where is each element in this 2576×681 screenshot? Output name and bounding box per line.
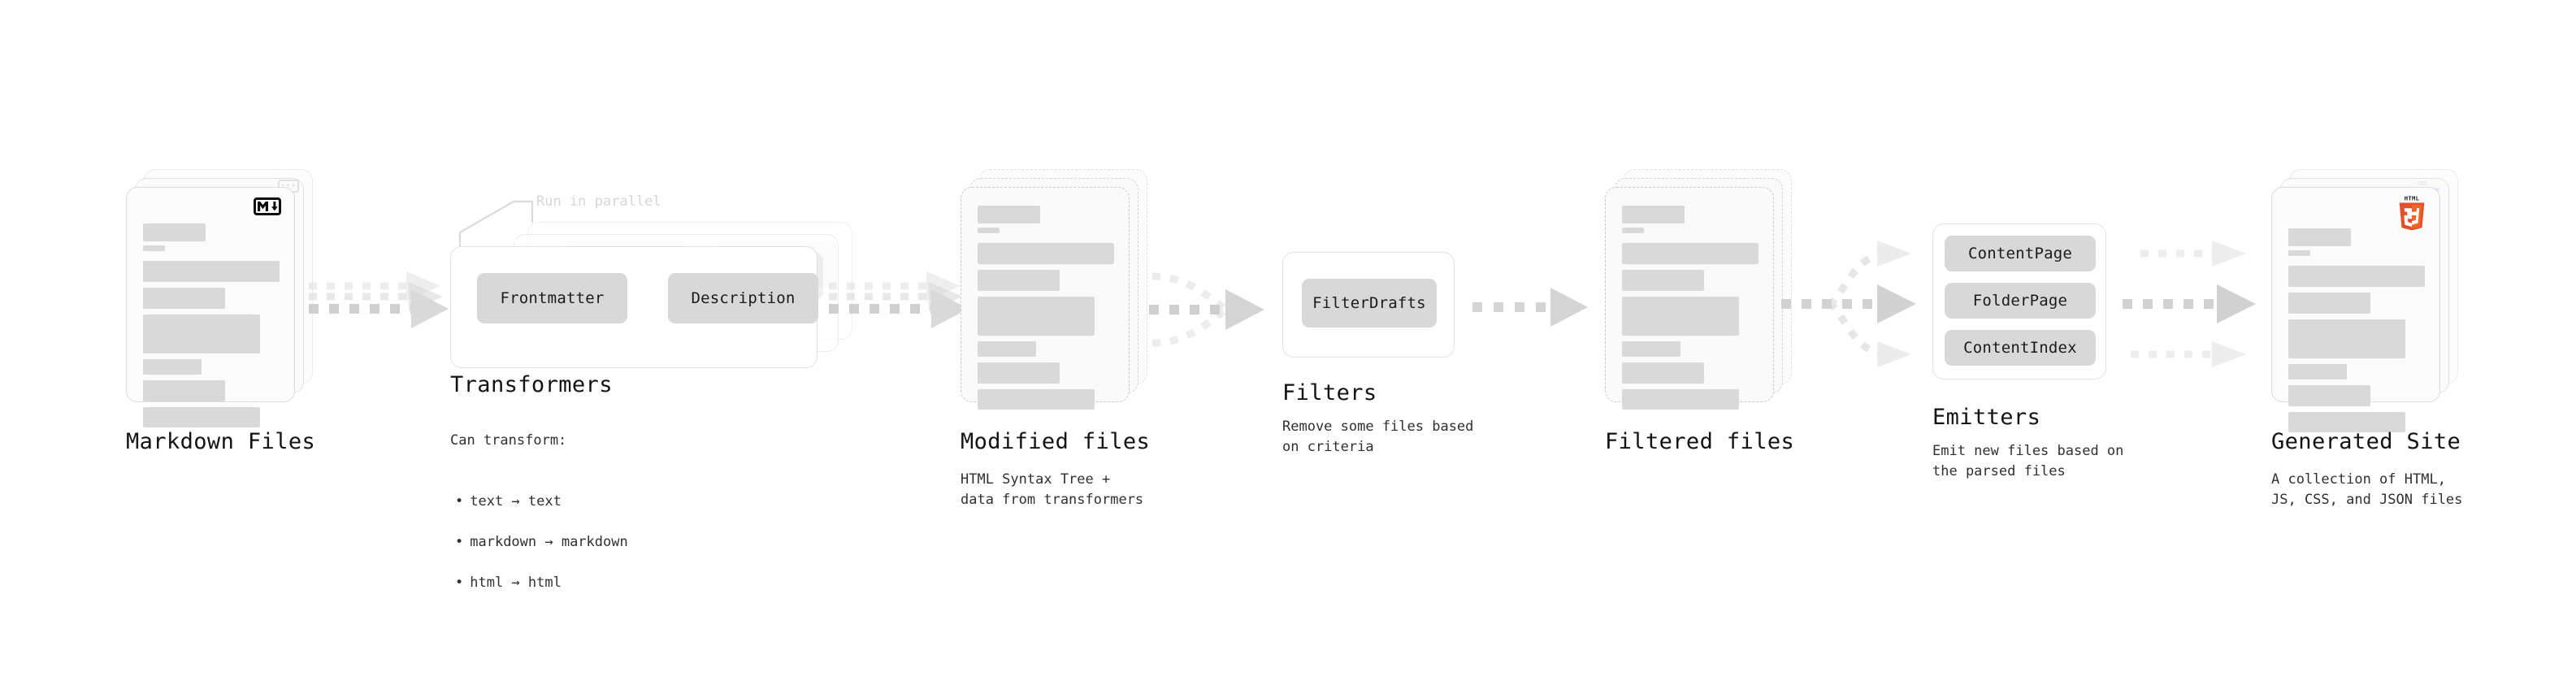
emitter-chip-label: ContentPage [1967, 245, 2073, 262]
conn-filters-to-filtered [1472, 288, 1588, 327]
modified-file-card-front [961, 187, 1130, 410]
emitter-chip-label: FolderPage [1972, 292, 2068, 310]
site-file-card-front: HTML [2271, 187, 2440, 432]
markdown-icon [254, 197, 281, 215]
transformers-bullet: text → text [450, 492, 628, 512]
site-file-skeleton [2288, 228, 2425, 438]
transformer-chip-frontmatter[interactable]: Frontmatter [477, 273, 627, 323]
transformers-subtitle-heading: Can transform: [450, 432, 567, 449]
emitters-subtitle: Emit new files based on the parsed files [1932, 443, 2124, 479]
transformers-bullet: markdown → markdown [450, 532, 627, 553]
run-in-parallel-label: Run in parallel [536, 193, 661, 210]
emitter-chip-label: ContentIndex [1963, 339, 2077, 357]
filtered-file-skeleton [1622, 206, 1759, 415]
stage-modified-files [961, 169, 1151, 410]
svg-text:HTML: HTML [2405, 195, 2420, 202]
transformer-chip-label: Description [691, 289, 796, 307]
emitters-title: Emitters [1932, 405, 2041, 430]
filtered-files-title: Filtered files [1605, 429, 1795, 454]
markdown-files-title: Markdown Files [126, 429, 316, 454]
transformer-box-front: Frontmatter Description [450, 246, 818, 368]
filtered-file-card-front [1605, 187, 1774, 410]
stage-transformers: Run in parallel [450, 187, 873, 382]
conn-emitters-to-site [2123, 241, 2256, 367]
emitters-box: ContentPage FolderPage ContentIndex [1932, 223, 2106, 380]
stage-generated-site: CSS HTML [2271, 169, 2466, 432]
transformers-subtitle: Can transform: text → text markdown → ma… [450, 410, 628, 634]
emitter-chip-contentpage[interactable]: ContentPage [1945, 236, 2096, 271]
stage-filtered-files [1605, 169, 1796, 410]
filters-subtitle: Remove some files based on criteria [1282, 419, 1474, 455]
filters-title: Filters [1282, 380, 1377, 406]
filter-chip-label: FilterDrafts [1312, 294, 1426, 312]
run-in-parallel-bracket [458, 200, 534, 250]
generated-site-subtitle: A collection of HTML, JS, CSS, and JSON … [2271, 471, 2463, 508]
transformer-chip-label: Frontmatter [500, 289, 605, 307]
stage-markdown-files: ••• M↓ [126, 169, 317, 427]
filters-box: FilterDrafts [1282, 252, 1455, 358]
transformers-bullet: html → html [450, 573, 628, 593]
emitter-chip-contentindex[interactable]: ContentIndex [1945, 330, 2096, 366]
transformers-title: Transformers [450, 372, 613, 397]
markdown-file-skeleton [143, 223, 280, 433]
conn-filtered-to-emitters [1781, 241, 1916, 367]
filter-chip-filterdrafts[interactable]: FilterDrafts [1302, 279, 1437, 327]
modified-file-skeleton [978, 206, 1114, 415]
conn-modified-to-filters [1149, 272, 1264, 347]
transformers-bullets: text → text markdown → markdown html → h… [450, 471, 628, 614]
transformer-chip-description[interactable]: Description [668, 273, 818, 323]
modified-files-title: Modified files [961, 429, 1151, 454]
modified-files-subtitle: HTML Syntax Tree + data from transformer… [961, 471, 1144, 508]
html5-icon: HTML [2396, 194, 2428, 233]
generated-site-title: Generated Site [2271, 429, 2461, 454]
markdown-file-card-front [126, 187, 295, 427]
emitter-chip-folderpage[interactable]: FolderPage [1945, 283, 2096, 319]
conn-markdown-to-transformers [309, 271, 449, 328]
conn-transformers-to-modified [829, 271, 969, 328]
